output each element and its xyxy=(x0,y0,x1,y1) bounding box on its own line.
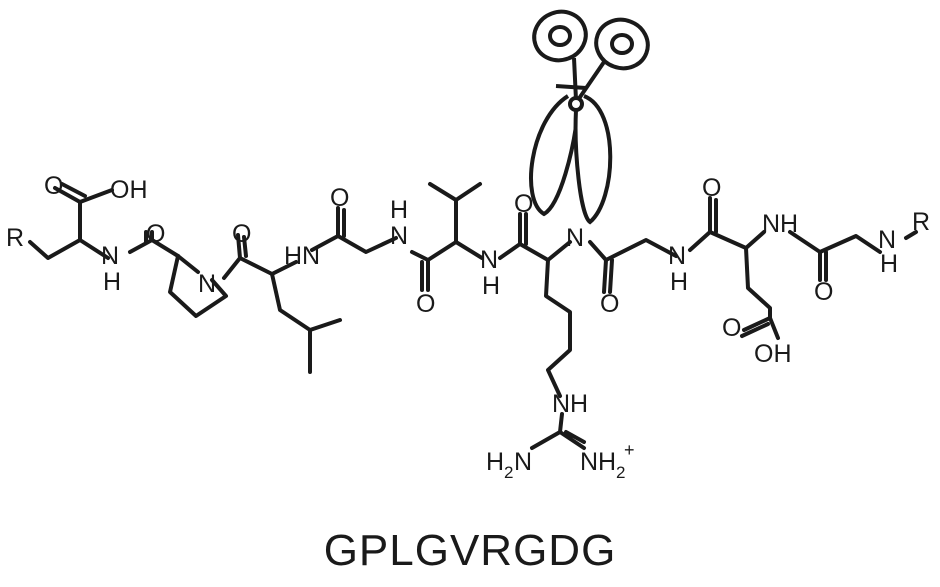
oxygen-label: O xyxy=(146,220,165,248)
oxygen-label: O xyxy=(232,220,251,248)
cleavage-nitrogen-label: N xyxy=(566,224,584,252)
peptide-sequence-label: GPLGVRGDG xyxy=(323,526,617,575)
r-group-left: R xyxy=(6,224,24,252)
hydrogen-label: H xyxy=(390,196,408,224)
positive-charge: + xyxy=(624,440,635,460)
oxygen-label: O xyxy=(416,290,435,318)
nh2-n-label: N xyxy=(580,448,598,476)
amide-hn-label: HN xyxy=(284,242,320,270)
oxygen-label: O xyxy=(330,184,349,212)
hydrogen-label: H xyxy=(103,268,121,296)
nitrogen-label: N xyxy=(390,222,408,250)
nitrogen-label: N xyxy=(480,246,498,274)
molecular-bonds xyxy=(28,182,918,450)
proline-nitrogen-label: N xyxy=(198,270,216,298)
amine-nh-label: NH xyxy=(552,390,588,418)
hydrogen-label: H xyxy=(670,268,688,296)
nitrogen-label: N xyxy=(101,242,119,270)
oxygen-label: O xyxy=(514,190,533,218)
nitrogen-label: N xyxy=(668,242,686,270)
hydrogen-label: H xyxy=(880,250,898,278)
h2n-h-label: H xyxy=(486,448,504,476)
oxygen-label: O xyxy=(814,278,833,306)
oxygen-label: O xyxy=(600,290,619,318)
oxygen-label: O xyxy=(722,314,741,342)
r-group-right: R xyxy=(912,208,930,236)
hydroxyl-label: OH xyxy=(110,176,148,204)
hydrogen-label: H xyxy=(482,272,500,300)
atom-labels: R O OH N H O N O HN O H N O N H O N O N … xyxy=(6,172,930,482)
h2n-n-label: N xyxy=(514,448,532,476)
amide-nh-label: NH xyxy=(762,210,798,238)
hydroxyl-label: OH xyxy=(754,340,792,368)
h2n-subscript: 2 xyxy=(504,463,513,482)
oxygen-label: O xyxy=(44,172,63,200)
oxygen-label: O xyxy=(702,174,721,202)
scissors-icon xyxy=(529,9,650,225)
nh2-h-label: H xyxy=(598,448,616,476)
nitrogen-label: N xyxy=(878,226,896,254)
nh2-subscript: 2 xyxy=(616,463,625,482)
